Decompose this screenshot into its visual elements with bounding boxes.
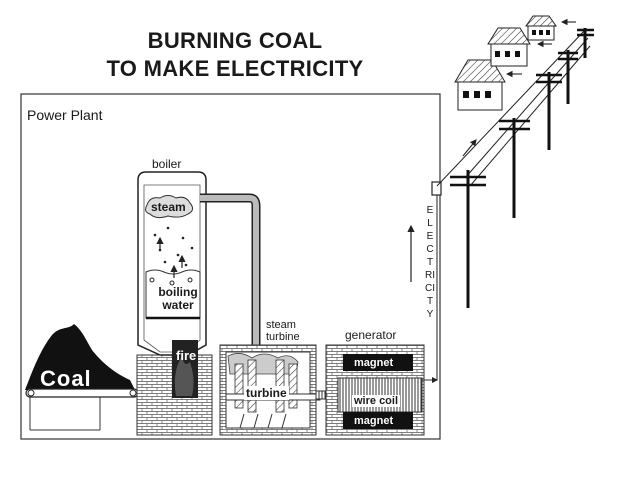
wire-coil-label: wire coil (352, 395, 401, 407)
power-plant-frame (20, 93, 441, 440)
coal-pile (25, 324, 135, 390)
house-far (525, 15, 557, 41)
magnet-top-label: magnet (354, 357, 394, 369)
steam-pipe (200, 193, 261, 350)
turbine-label: turbine (244, 386, 289, 400)
magnet-bottom-label: magnet (354, 415, 394, 427)
insulator (431, 181, 442, 196)
house-near (454, 59, 506, 111)
steam-up-arrows (156, 236, 186, 278)
current-flow-arrows (462, 18, 576, 157)
boiler-label: boiler (152, 157, 182, 171)
electricity-label: ELECTRICITY (425, 205, 435, 320)
title-line-2: TO MAKE ELECTRICITY (106, 56, 364, 81)
steam-label: steam (151, 200, 186, 214)
pole-crossarms (450, 28, 594, 187)
boiling-water-label: boiling water (158, 285, 198, 312)
steam-turbine-label: steam turbine (266, 319, 300, 343)
power-plant-label: Power Plant (27, 107, 103, 123)
generator (325, 344, 438, 436)
generator-label: generator (345, 328, 397, 342)
fire-label: fire (176, 348, 197, 363)
boiler (136, 171, 213, 436)
coal-label: Coal (40, 366, 92, 391)
house-middle (487, 27, 531, 67)
conveyor (25, 388, 139, 431)
title-line-1: BURNING COAL (147, 28, 323, 53)
